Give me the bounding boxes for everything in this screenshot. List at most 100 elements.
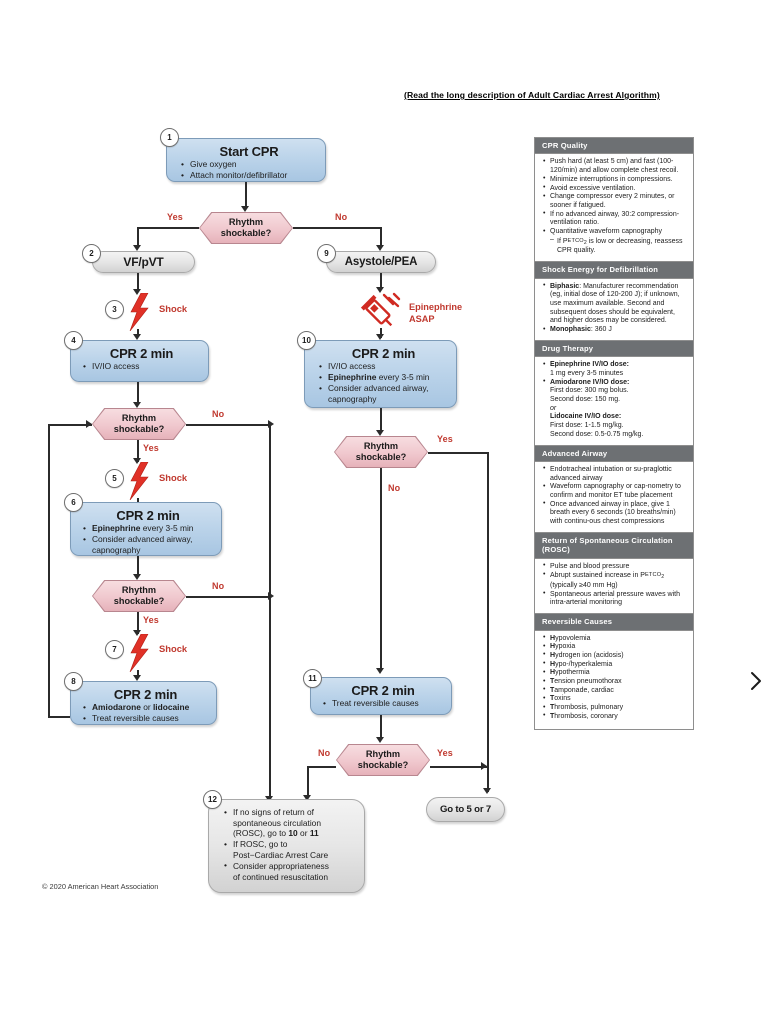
arrow-head <box>86 420 92 428</box>
connector <box>307 766 309 798</box>
connector-rail-right <box>487 452 489 792</box>
step-number-4: 4 <box>64 331 83 350</box>
node-asystole-pea-title: Asystole/PEA <box>344 256 418 268</box>
list-item-or: or <box>550 404 557 412</box>
copyright-text: © 2020 American Heart Association <box>42 882 159 891</box>
arrow-head <box>483 788 491 794</box>
chevron-right-icon[interactable] <box>748 670 764 692</box>
connector <box>137 273 139 291</box>
node-cpr-2min-6: CPR 2 min Epinephrine every 3-5 min Cons… <box>70 502 222 556</box>
step-number-3: 3 <box>105 300 124 319</box>
node-cpr-2min-11-list: Treat reversible causes <box>323 698 443 709</box>
list-item: Change compressor every 2 minutes, or so… <box>543 193 687 210</box>
node-vf-pvt-title: VF/pVT <box>123 255 164 269</box>
reference-panel: CPR Quality Push hard (at least 5 cm) an… <box>534 137 694 730</box>
step-number-12: 12 <box>203 790 222 809</box>
epi-line-2: ASAP <box>409 313 435 324</box>
node-goto-5-or-7: Go to 5 or 7 <box>426 797 505 822</box>
epi-line-1: Epinephrine <box>409 302 463 312</box>
list-item: Attach monitor/defibrillator <box>181 170 317 181</box>
list-item: Thrombosis, pulmonary <box>543 704 687 713</box>
node-start-cpr-title: Start CPR <box>219 144 279 159</box>
list-item: IV/IO access <box>319 361 448 372</box>
list-item: Hypovolemia <box>543 634 687 644</box>
section-body-cpr-quality: Push hard (at least 5 cm) and fast (100-… <box>535 154 693 263</box>
shock-bolt-icon <box>129 462 149 500</box>
shock-bolt-icon <box>129 634 149 672</box>
section-body-advanced-airway: Endotracheal intubation or su-praglottic… <box>535 461 693 533</box>
connector <box>380 273 382 289</box>
connector <box>430 766 488 768</box>
list-item: Tamponade, cardiac <box>543 686 687 696</box>
arrow-head <box>376 737 384 743</box>
connector <box>137 329 139 337</box>
connector <box>380 227 382 247</box>
section-heading-rosc: Return of Spontaneous Circulation (ROSC) <box>535 532 693 559</box>
label-shock-3: Shock <box>159 303 188 314</box>
list-item: Avoid excessive ventilation. <box>543 184 687 194</box>
arrow-head <box>481 762 487 770</box>
decision-line-1: Rhythm <box>121 585 157 595</box>
list-item: Spontaneous arterial pressure waves with… <box>543 590 687 608</box>
step-number-2: 2 <box>82 244 101 263</box>
list-item: Waveform capnography or cap-nometry to c… <box>543 483 687 500</box>
step-number-5: 5 <box>105 469 124 488</box>
arrow-head <box>376 245 384 251</box>
list-item: Monophasic: 360 J <box>543 326 687 335</box>
connector <box>380 328 382 338</box>
connector-loopback <box>48 424 92 426</box>
list-item: If no advanced airway, 30:2 compression-… <box>543 210 687 228</box>
node-cpr-2min-4-list: IV/IO access <box>83 361 200 372</box>
list-item: Abrupt sustained increase in PETCO2 (typ… <box>543 571 687 590</box>
connector <box>186 424 270 426</box>
list-item: Treat reversible causes <box>323 698 443 709</box>
list-item: Hypothermia <box>543 669 687 678</box>
section-heading-drug-therapy: Drug Therapy <box>535 340 693 358</box>
connector <box>428 452 488 454</box>
connector <box>137 670 139 678</box>
node-cpr-2min-4-title: CPR 2 min <box>109 346 174 361</box>
arrow-head <box>133 574 141 580</box>
connector <box>186 596 270 598</box>
list-item: Endotracheal intubation or su-praglottic… <box>543 465 687 483</box>
node-vf-pvt: VF/pVT <box>92 251 195 273</box>
decision-line-1: Rhythm <box>121 413 157 423</box>
arrow-head <box>376 334 384 340</box>
list-item: Hydrogen ion (acidosis) <box>543 651 687 661</box>
label-yes: Yes <box>143 615 159 625</box>
list-item: Biphasic: Manufacturer recommendation (e… <box>543 282 687 327</box>
node-cpr-2min-10-list: IV/IO access Epinephrine every 3-5 min C… <box>319 361 448 404</box>
connector <box>380 468 382 670</box>
decision-line-2: shockable? <box>113 424 165 434</box>
long-description-link[interactable]: (Read the long description of Adult Card… <box>404 90 660 100</box>
node-cpr-2min-10-title: CPR 2 min <box>351 346 416 361</box>
node-goto-5-or-7-label: Go to 5 or 7 <box>440 804 491 815</box>
step-number-10: 10 <box>297 331 316 350</box>
node-cpr-2min-11-title: CPR 2 min <box>351 683 415 698</box>
list-item: Thrombosis, coronary <box>543 712 687 722</box>
list-item: Epinephrine every 3-5 min <box>83 523 213 534</box>
list-item: IV/IO access <box>83 361 200 372</box>
syringe-icon <box>360 292 401 327</box>
connector <box>137 440 139 462</box>
section-heading-cpr-quality: CPR Quality <box>535 138 693 155</box>
list-item: Amiodarone or lidocaine <box>83 702 208 713</box>
node-cpr-2min-6-list: Epinephrine every 3-5 min Consider advan… <box>83 523 213 555</box>
arrow-head <box>133 675 141 681</box>
label-epinephrine-asap: Epinephrine ASAP <box>409 302 462 325</box>
node-cpr-2min-11: CPR 2 min Treat reversible causes <box>310 677 452 715</box>
connector <box>137 612 139 634</box>
label-yes: Yes <box>143 443 159 453</box>
connector <box>380 715 382 739</box>
decision-rhythm-shockable-3: Rhythm shockable? <box>92 580 186 612</box>
list-item: Consider advanced airway,capnography <box>319 383 448 404</box>
step-number-6: 6 <box>64 493 83 512</box>
connector-loopback <box>48 424 50 717</box>
connector <box>293 227 381 229</box>
node-cpr-2min-8-title: CPR 2 min <box>113 687 178 702</box>
arrow-head <box>268 420 274 428</box>
label-no: No <box>212 409 225 419</box>
node-cpr-2min-8-list: Amiodarone or lidocaine Treat reversible… <box>83 702 208 724</box>
label-shock-7: Shock <box>159 643 188 654</box>
